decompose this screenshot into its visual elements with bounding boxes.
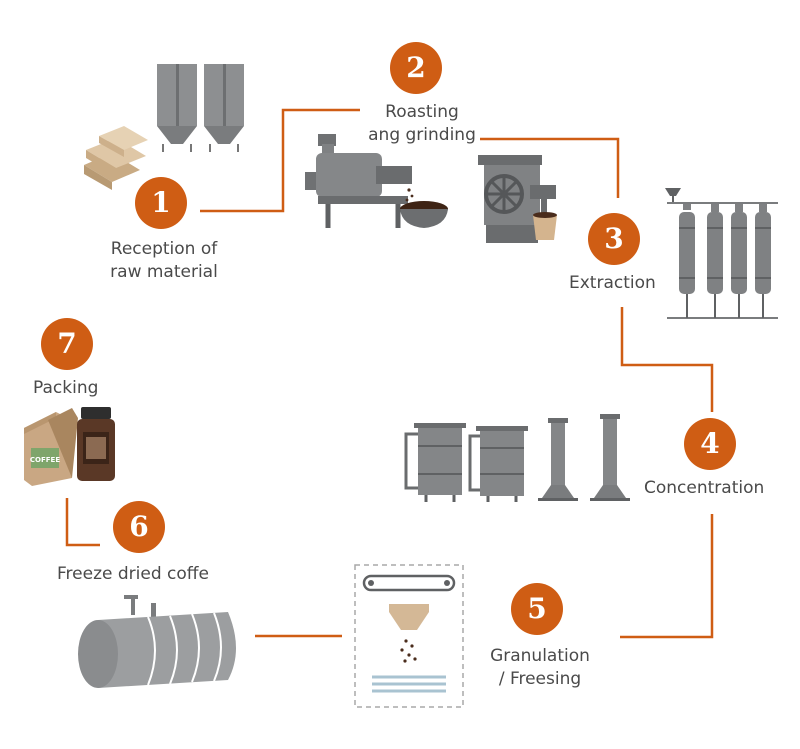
- step-badge-6: 6: [113, 501, 165, 553]
- step-label-7: Packing: [33, 378, 99, 398]
- connector-3-4: [620, 307, 714, 412]
- step-badge-1: 1: [135, 177, 187, 229]
- granulation-conveyor-icon: [354, 564, 464, 708]
- concentration-tanks-icon: [404, 414, 630, 502]
- connector-6-7: [65, 498, 100, 547]
- process-connectors: [65, 108, 714, 639]
- step-label-3: Extraction: [569, 273, 656, 293]
- connector-1-2: [200, 108, 360, 213]
- step-label-2: Roasting ang grinding: [368, 102, 476, 145]
- extraction-columns-icon: [665, 188, 778, 319]
- step-badge-7: 7: [41, 318, 93, 370]
- connector-4-5: [620, 514, 714, 639]
- step-badge-4: 4: [684, 418, 736, 470]
- coffee-bag-and-jar-icon: COFFEE: [24, 407, 115, 486]
- silos-and-sacks-icon: [84, 64, 244, 190]
- bag-label: COFFEE: [30, 456, 60, 464]
- freeze-drying-drum-icon: [78, 595, 236, 688]
- roaster-and-grinder-icon: [305, 134, 557, 243]
- step-label-1: Reception of raw material: [110, 239, 218, 282]
- step-badge-3: 3: [588, 213, 640, 265]
- step-label-5: Granulation / Freesing: [490, 646, 590, 689]
- connector-2-3: [480, 137, 620, 198]
- step-label-6: Freeze dried coffe: [57, 564, 209, 584]
- step-label-4: Concentration: [644, 478, 765, 498]
- step-badge-2: 2: [390, 42, 442, 94]
- step-badge-5: 5: [511, 583, 563, 635]
